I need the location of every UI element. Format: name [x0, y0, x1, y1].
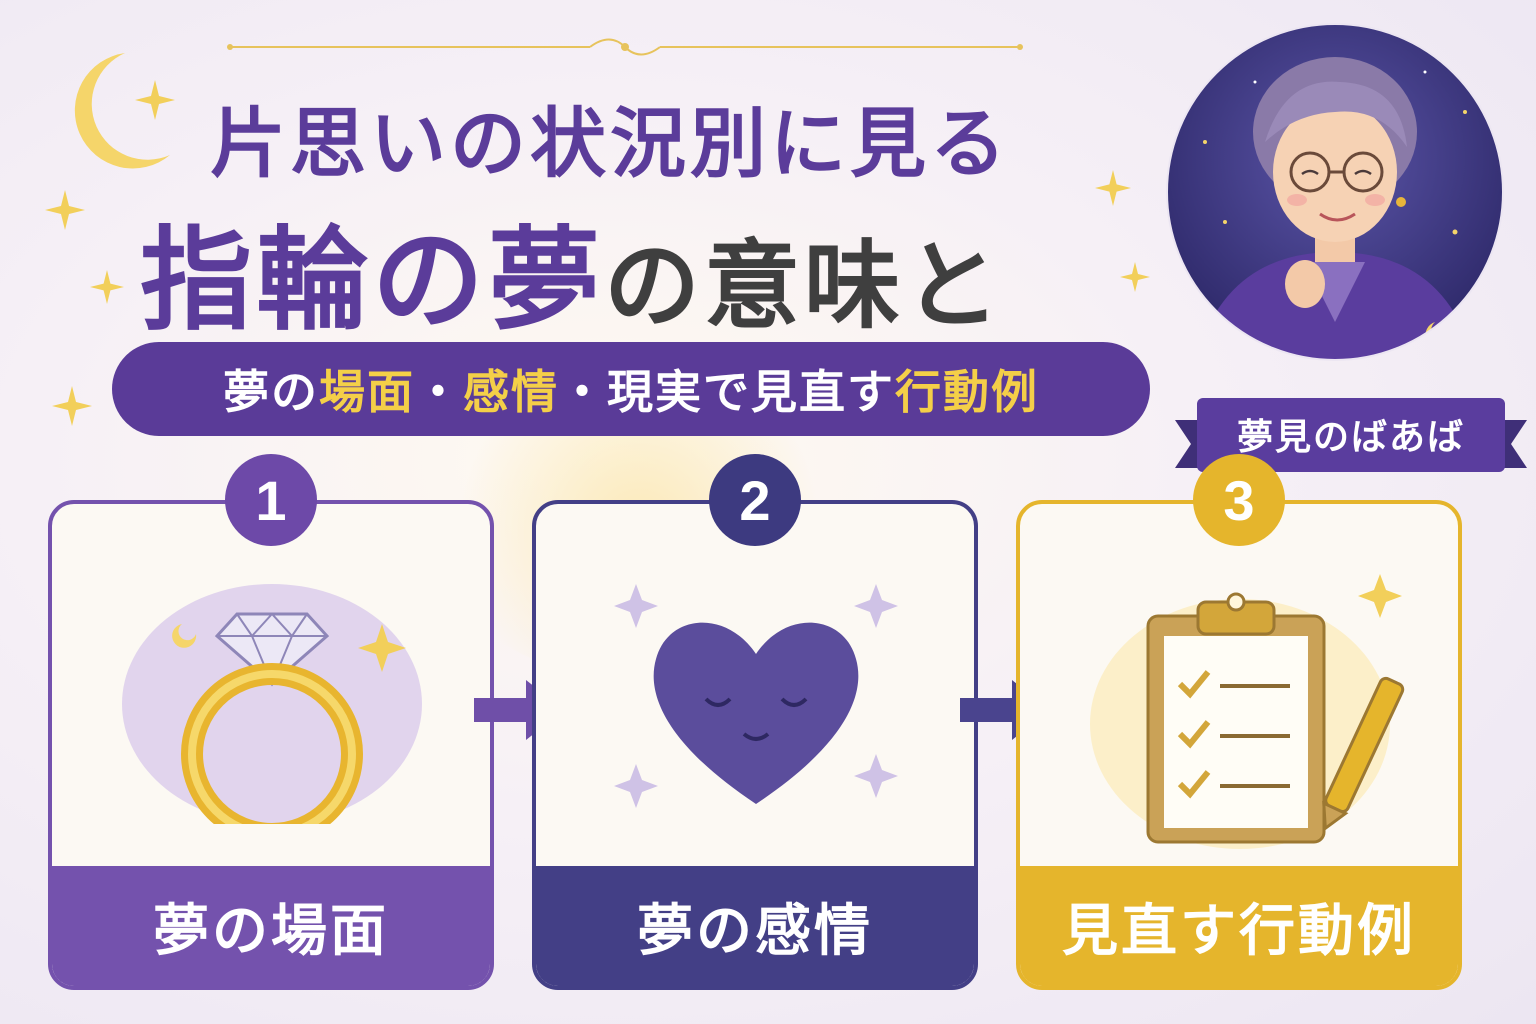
step-card-action: 見直す行動例: [1016, 500, 1462, 990]
title-rest-text: の意味と: [604, 230, 1004, 342]
step-label-action: 見直す行動例: [1020, 866, 1458, 986]
title-ornament: [227, 38, 1023, 56]
sparkle-icon: [1120, 262, 1150, 292]
sparkle-icon: [135, 80, 175, 120]
subtitle-banner: 夢の場面・感情・現実で見直す行動例: [112, 342, 1150, 436]
step-label-emotion: 夢の感情: [536, 866, 974, 986]
step-card-scene: 夢の場面: [48, 500, 494, 990]
clipboard-checklist-icon: [1090, 574, 1405, 849]
character-name: 夢見のばあば: [1236, 417, 1465, 458]
crescent-moon-icon: [74, 53, 170, 169]
banner-highlight-action: 行動例: [895, 365, 1039, 419]
sparkle-icon: [90, 270, 124, 304]
sparkle-icon: [45, 190, 85, 230]
character-portrait: [1166, 23, 1504, 361]
step-number-1: 1: [225, 454, 317, 546]
banner-highlight-emotion: 感情: [463, 365, 559, 419]
page-title-line1: 片思いの状況別に見る: [210, 99, 1010, 188]
diamond-ring-icon: [122, 584, 422, 824]
sparkle-icon: [52, 386, 92, 426]
sleeping-heart-icon: [614, 584, 898, 808]
sparkle-icon: [1095, 170, 1131, 206]
step-card-emotion: 夢の感情: [532, 500, 978, 990]
name-ribbon: [1175, 398, 1527, 472]
step-number-3: 3: [1193, 454, 1285, 546]
banner-highlight-scene: 場面: [319, 365, 415, 419]
page-title-line2: 指輪の夢の意味と: [140, 190, 1140, 352]
banner-text-2: ・現実で見直す: [559, 365, 895, 419]
step-number-2: 2: [709, 454, 801, 546]
banner-separator: ・: [415, 365, 463, 419]
step-label-scene: 夢の場面: [52, 866, 490, 986]
banner-text-1: 夢の: [223, 365, 319, 419]
title-main-text: 指輪の夢: [140, 216, 604, 346]
